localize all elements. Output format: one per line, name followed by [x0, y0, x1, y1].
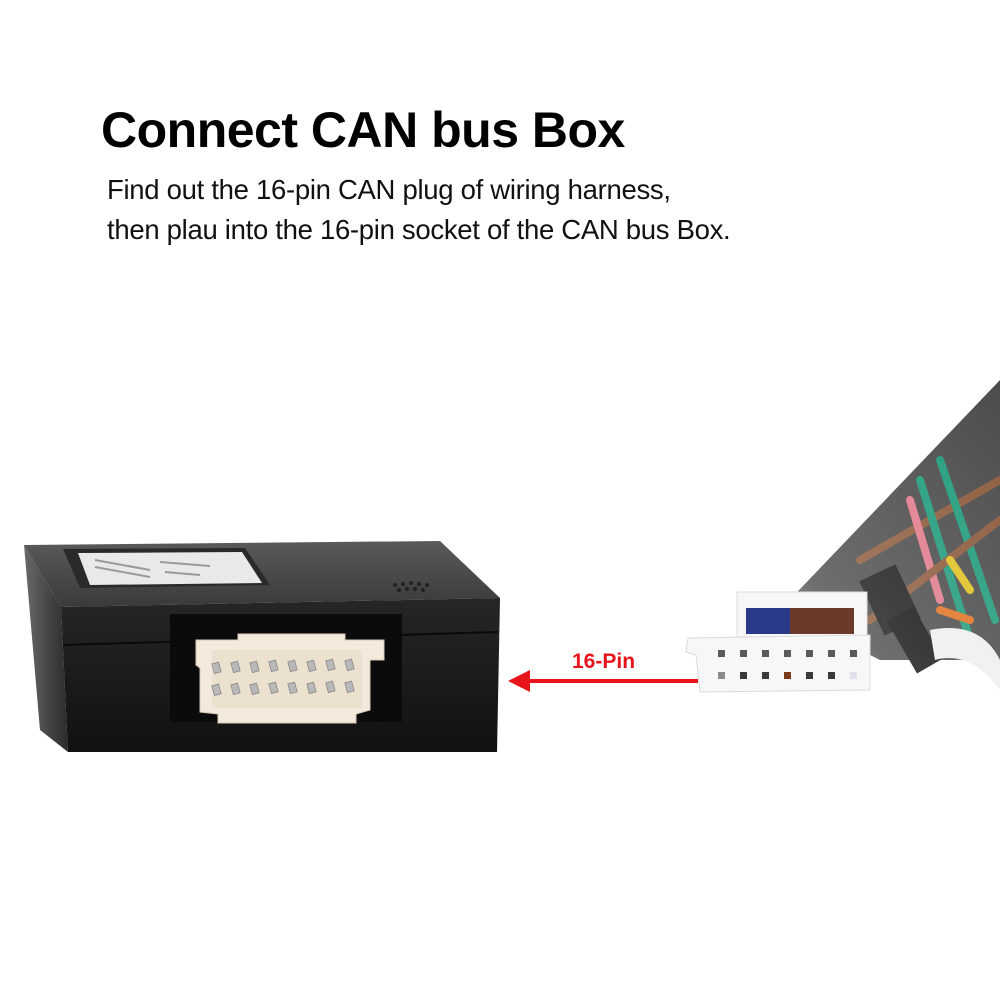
- pin-count-label: 16-Pin: [572, 650, 636, 673]
- arrow-left-icon: [508, 670, 530, 692]
- can-bus-box-image: [0, 0, 520, 800]
- wiring-harness-image: [640, 360, 1000, 740]
- instruction-text: Find out the 16-pin CAN plug of wiring h…: [107, 170, 731, 250]
- arrow-line: [526, 679, 698, 683]
- instruction-line-2: then plau into the 16-pin socket of the …: [107, 214, 731, 245]
- instruction-line-1: Find out the 16-pin CAN plug of wiring h…: [107, 174, 671, 205]
- page-title: Connect CAN bus Box: [101, 102, 625, 158]
- pin-callout: 16-Pin: [508, 648, 698, 698]
